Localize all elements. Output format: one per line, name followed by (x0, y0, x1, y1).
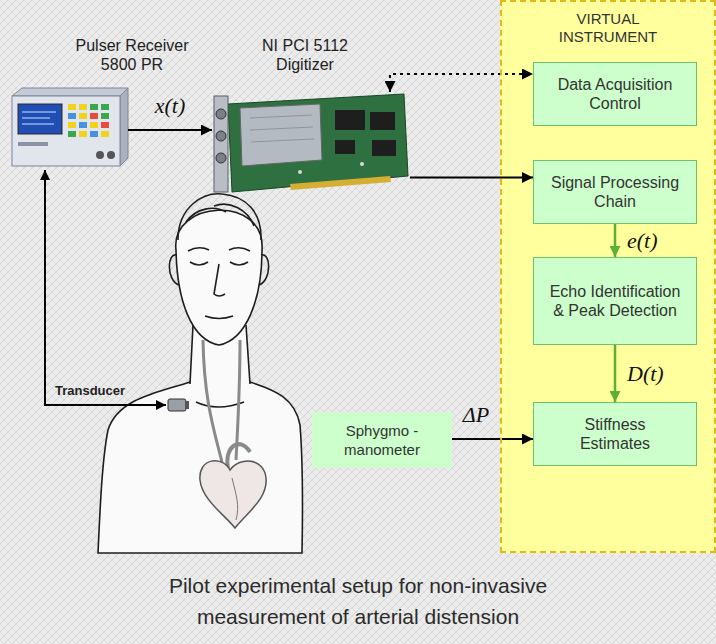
process-box: Signal Processing Chain (533, 160, 697, 224)
pulser-receiver-unit (79, 113, 87, 119)
panel-ground (500, 0, 716, 553)
digitizer-board (228, 94, 408, 192)
pulser-receiver-unit (68, 113, 76, 119)
transducer-probe (185, 401, 189, 409)
person-figure (176, 210, 262, 345)
process-box: Echo Identification & Peak Detection (533, 257, 697, 345)
heart (200, 461, 266, 528)
signal-arrow (128, 129, 212, 131)
signal-label: D(t) (627, 362, 664, 386)
pulser-receiver-unit (79, 131, 87, 137)
pulser-receiver-unit (120, 88, 128, 166)
heart (200, 461, 266, 528)
person-figure (205, 316, 233, 319)
virtual-instrument-panel: Data Acquisition ControlSignal Processin… (500, 0, 716, 553)
box-label: Data Acquisition Control (545, 75, 685, 113)
box-label: Signal Processing Chain (545, 173, 685, 211)
pulser-receiver-unit (90, 131, 98, 137)
digitizer-board (216, 131, 226, 141)
control-arrow (390, 74, 533, 92)
person-figure (196, 402, 244, 407)
person-figure (186, 204, 254, 226)
part-label: Transducer (55, 383, 125, 399)
pulser-receiver-unit (18, 142, 48, 146)
digitizer-board (214, 96, 228, 192)
pulser-receiver-unit (101, 131, 109, 137)
digitizer-board (290, 176, 391, 190)
pulser-receiver-unit (68, 104, 76, 110)
figure-caption: Pilot experimental setup for non-invasiv… (118, 570, 598, 632)
signal-label: ΔP (463, 403, 489, 427)
signal-arrow (614, 345, 617, 402)
panel-heading: VIRTUAL INSTRUMENT (543, 10, 673, 46)
person-figure (169, 255, 268, 285)
person-figure (98, 382, 302, 553)
digitizer-board (335, 110, 365, 130)
digitizer-board (335, 140, 355, 154)
digitizer-board (360, 162, 364, 166)
device-label: Pulser Receiver 5800 PR (62, 36, 202, 74)
instrument-box: Sphygmo - manometer (312, 412, 452, 468)
digitizer-board (372, 140, 396, 156)
person-figure (98, 194, 302, 553)
person-figure (214, 264, 225, 296)
signal-arrow (452, 438, 533, 440)
digitizer-board (240, 104, 322, 166)
pulser-receiver-unit (22, 112, 56, 124)
pulser-receiver-unit (90, 104, 98, 110)
pulser-receiver-unit (79, 104, 87, 110)
transducer-probe (168, 399, 189, 411)
digitizer-board (216, 109, 226, 119)
signal-arrow (410, 177, 533, 179)
heart (232, 478, 238, 520)
artery (236, 340, 240, 460)
pulser-receiver-unit (101, 104, 109, 110)
signal-label: x(t) (155, 94, 186, 118)
pulser-receiver-unit (12, 96, 120, 166)
transducer-probe (168, 399, 186, 411)
pulser-receiver-unit (68, 122, 76, 128)
process-box: Data Acquisition Control (533, 62, 697, 126)
pulser-receiver-unit (101, 122, 109, 128)
pulser-receiver-unit (68, 131, 76, 137)
digitizer-board (370, 112, 395, 130)
person-figure (178, 194, 261, 240)
device-label: NI PCI 5112 Digitizer (245, 36, 365, 74)
digitizer-board (298, 170, 302, 174)
artery (203, 340, 222, 462)
signal-label: e(t) (627, 229, 658, 253)
digitizer-board (214, 94, 408, 192)
pulser-receiver-unit (12, 88, 128, 96)
pulser-receiver-unit (12, 88, 128, 166)
pulser-receiver: Pulser Receiver 5800 PR (10, 88, 128, 168)
pulser-receiver-unit (18, 104, 62, 134)
transducer-cable (45, 170, 166, 405)
pulser-receiver-unit (101, 113, 109, 119)
box-label: Stiffness Estimates (553, 415, 678, 453)
pulser-receiver-unit (79, 122, 87, 128)
pulser-receiver-unit (90, 113, 98, 119)
digitizer-card: NI PCI 5112 Digitizer (212, 92, 410, 195)
artery (203, 340, 250, 468)
pulser-receiver-unit (96, 151, 104, 159)
signal-arrow (614, 224, 617, 257)
person-figure (188, 248, 250, 251)
pulser-receiver-unit (90, 122, 98, 128)
process-box: Stiffness Estimates (533, 402, 697, 466)
pulser-receiver-unit (107, 151, 115, 159)
digitizer-board (216, 153, 226, 163)
box-label: Echo Identification & Peak Detection (545, 282, 685, 320)
box-label: Sphygmo - manometer (323, 421, 441, 459)
digitizer-board (250, 115, 314, 142)
